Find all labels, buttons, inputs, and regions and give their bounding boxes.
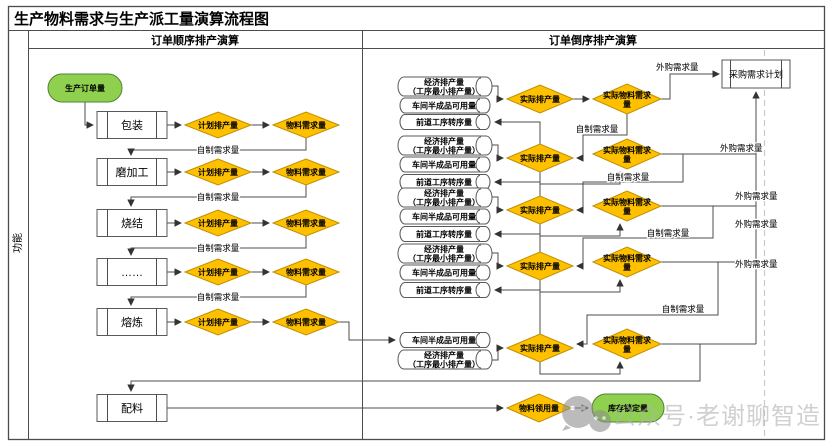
stock-lock-label: 库存锁定量: [608, 403, 648, 413]
actual-sched-label: 实际排产量: [520, 205, 560, 215]
economic-output-label: 经济排产量: [424, 136, 464, 146]
lane-header-forward-scheduling: 订单顺序排产演算: [151, 33, 239, 47]
planned-output-label: 计划排产量: [198, 317, 238, 327]
selfmade-demand-label: 自制需求量: [607, 172, 650, 182]
diagram-title: 生产物料需求与生产派工量演算流程图: [14, 10, 269, 28]
selfmade-demand-label: 自制需求量: [197, 145, 240, 155]
economic-output-label: 经济排产量: [424, 188, 464, 198]
selfmade-demand-label: 自制需求量: [197, 243, 240, 253]
actual-material-label: 实际物料需求: [603, 197, 652, 207]
economic-output-label2: （工序最小排产量）: [408, 359, 480, 369]
economic-output-label: 经济排产量: [424, 350, 464, 360]
wip-available-label: 车间半成品可用量: [412, 268, 476, 278]
economic-output-label: 经济排产量: [424, 244, 464, 254]
actual-material-label: 实际物料需求: [603, 145, 652, 155]
watermark: 公众号·老谢聊智造: [562, 396, 821, 432]
process-label: 熔炼: [121, 315, 143, 329]
outsourcing-demand-label: 外购需求量: [735, 191, 778, 201]
material-requisition-diamond: 物料领用量: [505, 393, 573, 423]
wechat-icon: [562, 396, 611, 432]
material-demand-label: 物料需求量: [286, 218, 326, 228]
actual-material-label2: 量: [623, 206, 631, 216]
outsourcing-demand-label: 外购需求量: [720, 143, 763, 153]
economic-output-label2: （工序最小排产量）: [408, 253, 480, 263]
actual-sched-label: 实际排产量: [520, 94, 560, 104]
transfer-qty-label: 前道工序转序量: [416, 229, 472, 239]
process-label: 磨加工: [116, 166, 149, 179]
material-demand-diamonds: 物料需求量 物料需求量 物料需求量 物料需求量 物料需求量: [271, 111, 341, 336]
actual-material-label2: 量: [623, 99, 631, 109]
stock-lock-terminator: 库存锁定量: [591, 393, 665, 423]
material-demand-label: 物料需求量: [286, 120, 326, 130]
wip-available-label: 车间半成品可用量: [412, 160, 476, 170]
process-label: ……: [121, 267, 143, 279]
actual-sched-label: 实际排产量: [520, 153, 560, 163]
actual-material-label2: 量: [623, 154, 631, 164]
actual-sched-label: 实际排产量: [520, 343, 560, 353]
actual-material-label: 实际物料需求: [603, 90, 652, 100]
planned-output-label: 计划排产量: [198, 267, 238, 277]
purchase-plan-label: 采购需求计划: [729, 69, 783, 80]
process-label: 包装: [121, 119, 143, 132]
wip-available-label: 车间半成品可用量: [412, 101, 476, 111]
process-smelting: 熔炼: [96, 308, 168, 336]
wip-available-label: 车间半成品可用量: [412, 212, 476, 222]
watermark-text: 公众号·老谢聊智造: [612, 403, 821, 430]
actual-material-diamonds: 实际物料需求 量 实际物料需求 量 实际物料需求 量 实际物料需求 量 实际物料…: [591, 83, 663, 360]
material-demand-label: 物料需求量: [286, 167, 326, 177]
selfmade-demand-label: 自制需求量: [197, 192, 240, 202]
flow-connectors: [84, 70, 760, 412]
process-packaging: 包装: [96, 111, 168, 139]
selfmade-demand-label: 自制需求量: [576, 124, 619, 134]
outsourcing-demand-label: 外购需求量: [656, 62, 699, 72]
planned-output-diamonds: 计划排产量 计划排产量 计划排产量 计划排产量 计划排产量: [183, 111, 253, 336]
lane-header-reverse-scheduling: 订单倒序排产演算: [549, 33, 637, 47]
diagram-frame: [7, 5, 826, 441]
transfer-qty-label: 前道工序转序量: [416, 117, 472, 127]
process-label: 配料: [121, 401, 143, 415]
material-demand-label: 物料需求量: [286, 317, 326, 327]
selfmade-demand-label: 自制需求量: [647, 228, 690, 238]
actual-sched-label: 实际排产量: [520, 261, 560, 271]
wip-available-label: 车间半成品可用量: [412, 335, 476, 345]
process-grinding: 磨加工: [96, 158, 168, 186]
start-label: 生产订单量: [65, 83, 105, 93]
requisition-label: 物料领用量: [519, 403, 559, 413]
material-demand-label: 物料需求量: [286, 267, 326, 277]
process-batching: 配料: [96, 394, 168, 422]
outsourcing-demand-label: 外购需求量: [735, 219, 778, 229]
planned-output-label: 计划排产量: [198, 167, 238, 177]
process-label: 烧结: [121, 217, 143, 230]
actual-material-label: 实际物料需求: [603, 253, 652, 263]
outsourcing-demand-label: 外购需求量: [735, 259, 778, 269]
process-sintering: 烧结: [96, 209, 168, 237]
economic-output-label2: （工序最小排产量）: [408, 86, 480, 96]
economic-output-label2: （工序最小排产量）: [408, 197, 480, 207]
actual-material-label2: 量: [623, 344, 631, 354]
economic-output-label2: （工序最小排产量）: [408, 145, 480, 155]
actual-material-label2: 量: [623, 262, 631, 272]
planned-output-label: 计划排产量: [198, 218, 238, 228]
edge-labels: 自制需求量 自制需求量 自制需求量 自制需求量 自制需求量 自制需求量 自制需求…: [195, 61, 779, 316]
swimlane-label: 功能: [11, 233, 24, 253]
actual-sched-diamonds: 实际排产量 实际排产量 实际排产量 实际排产量 实际排产量: [505, 84, 575, 363]
start-terminator-production-order: 生产订单量: [47, 73, 123, 103]
purchase-demand-plan-box: 采购需求计划: [721, 59, 791, 89]
data-cylinders: 经济排产量 （工序最小排产量） 车间半成品可用量 前道工序转序量 经济排产量 （…: [397, 76, 493, 370]
transfer-qty-label: 前道工序转序量: [416, 285, 472, 295]
process-ellipsis: ……: [96, 258, 168, 286]
transfer-qty-label: 前道工序转序量: [416, 177, 472, 187]
actual-material-label: 实际物料需求: [603, 335, 652, 345]
planned-output-label: 计划排产量: [198, 120, 238, 130]
economic-output-label: 经济排产量: [424, 77, 464, 87]
selfmade-demand-label: 自制需求量: [662, 304, 705, 314]
selfmade-demand-label: 自制需求量: [197, 292, 240, 302]
